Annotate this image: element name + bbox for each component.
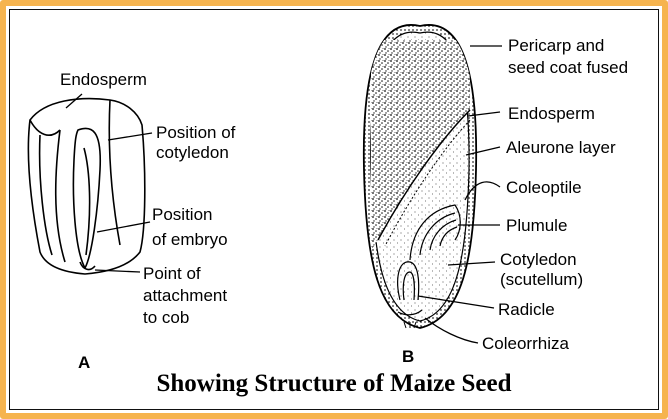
label-position-of-cotyledon-line2: cotyledon bbox=[156, 143, 229, 163]
label-endosperm-a: Endosperm bbox=[60, 70, 147, 90]
label-pericarp-line1: Pericarp and bbox=[508, 36, 604, 56]
label-radicle: Radicle bbox=[498, 300, 555, 320]
label-point-of-attachment-line1: Point of bbox=[143, 264, 201, 284]
label-point-of-attachment-line3: to cob bbox=[143, 308, 189, 328]
figure-caption: Showing Structure of Maize Seed bbox=[0, 370, 668, 398]
panel-label-b: B bbox=[402, 347, 414, 367]
label-plumule: Plumule bbox=[506, 216, 567, 236]
label-position-of-embryo-line2: of embryo bbox=[152, 230, 228, 250]
label-position-of-embryo-line1: Position bbox=[152, 205, 212, 225]
kernel-a bbox=[28, 99, 144, 274]
label-point-of-attachment-line2: attachment bbox=[143, 286, 227, 306]
kernel-b bbox=[364, 25, 476, 328]
label-aleurone-layer: Aleurone layer bbox=[506, 138, 616, 158]
label-coleorrhiza: Coleorrhiza bbox=[482, 334, 569, 354]
label-cotyledon-line1: Cotyledon bbox=[500, 250, 577, 270]
label-coleoptile: Coleoptile bbox=[506, 178, 582, 198]
label-endosperm-b: Endosperm bbox=[508, 104, 595, 124]
label-cotyledon-line2: (scutellum) bbox=[500, 270, 583, 290]
label-position-of-cotyledon-line1: Position of bbox=[156, 123, 235, 143]
label-pericarp-line2: seed coat fused bbox=[508, 58, 628, 78]
